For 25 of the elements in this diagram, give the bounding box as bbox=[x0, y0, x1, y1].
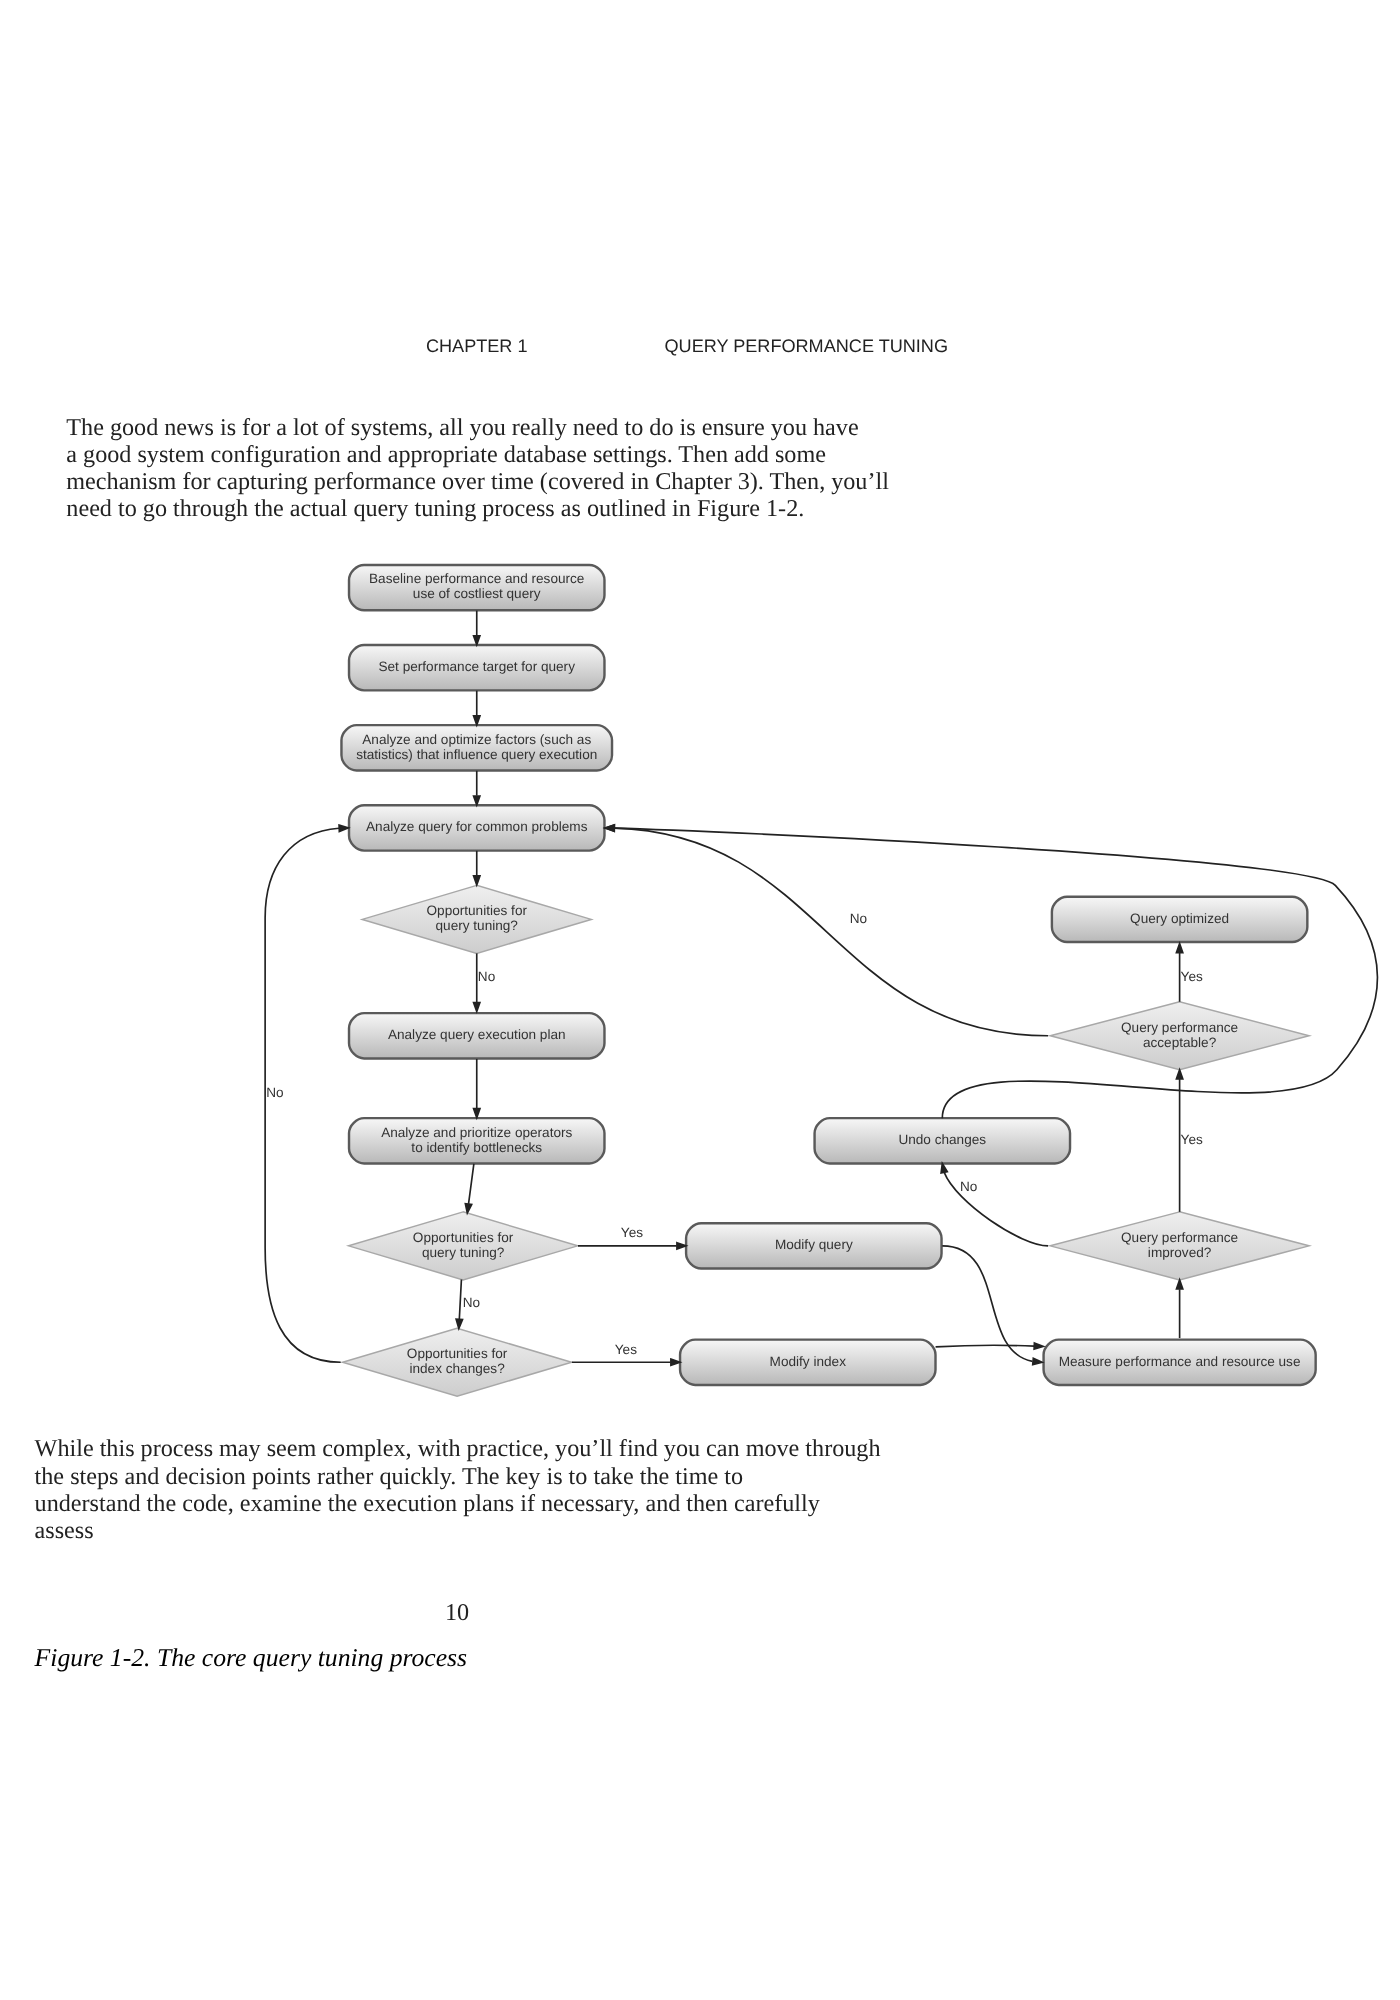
arrow bbox=[464, 1162, 475, 1215]
arrow bbox=[472, 608, 482, 647]
arrow bbox=[934, 1340, 1046, 1350]
arrow bbox=[940, 1160, 1049, 1246]
arrow bbox=[571, 1356, 683, 1366]
label: CHAPTER 1 bbox=[425, 334, 528, 355]
arrow bbox=[472, 688, 482, 727]
label: While this process may seem complex, with practice, you’ll find you can move through the steps and decision points rather quickly. The key is to take the time to understand the code, examine the execution plans if necessary, and then carefully assess bbox=[34, 1433, 881, 1544]
arrow bbox=[472, 951, 482, 1014]
arrow bbox=[941, 1244, 1045, 1365]
label: QUERY PERFORMANCE TUNING bbox=[664, 334, 949, 355]
arrow bbox=[1175, 1066, 1184, 1212]
arrow bbox=[455, 1277, 464, 1330]
arrow bbox=[577, 1240, 689, 1250]
arrow bbox=[472, 768, 482, 807]
arrow bbox=[264, 823, 351, 1363]
arrow bbox=[472, 1057, 482, 1120]
label: 10 bbox=[445, 1596, 470, 1625]
arrow bbox=[1175, 940, 1184, 1002]
arrow bbox=[1175, 1276, 1184, 1338]
arrow bbox=[472, 849, 482, 887]
arrow bbox=[602, 822, 1049, 1036]
arrow bbox=[602, 822, 1379, 1118]
label: The good news is for a lot of systems, all you really need to do is ensure you have a good system configuration and appropriate database settings. Then add some mechanism for capturing performance over time (covered in Chapter 3). Then, you’ll need to go through the actual query tuning process as outlined in Figure 1-2. bbox=[66, 411, 889, 522]
caption: Figure 1-2. The core query tuning process bbox=[34, 1643, 468, 1672]
